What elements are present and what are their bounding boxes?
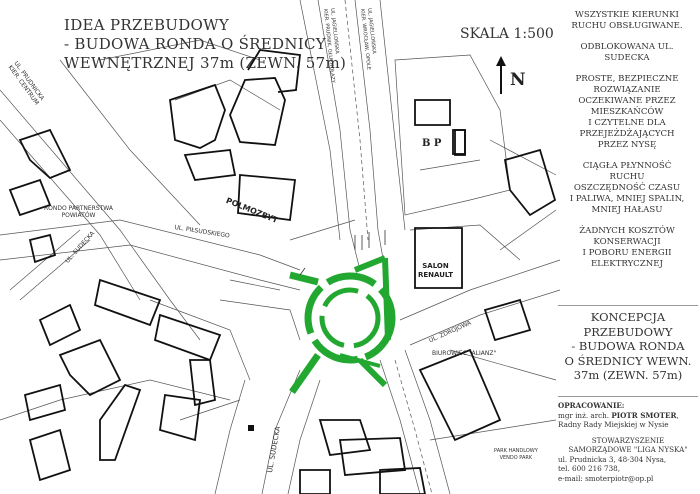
plan-title: IDEA PRZEBUDOWY - BUDOWA RONDA O ŚREDNIC…	[64, 16, 346, 73]
prepared-heading: OPRACOWANIE:	[558, 401, 625, 410]
assoc-line-2: SAMORZĄDOWE "LIGA NYSKA"	[568, 445, 688, 454]
roundabout	[289, 255, 396, 395]
assoc-line-1: STOWARZYSZENIE	[591, 435, 665, 445]
author-line: mgr inż. arch. PIOTR SMOTER,	[558, 410, 679, 420]
assoc-line-3: ul. Prudnicka 3, 48-304 Nysa,	[558, 454, 667, 464]
benefits-panel: WSZYSTKIE KIERUNKI RUCHU OBSŁUGIWANE. OD…	[556, 10, 698, 280]
prepared-by-block: OPRACOWANIE: mgr inż. arch. PIOTR SMOTER…	[558, 396, 698, 483]
north-label: N	[510, 70, 526, 90]
label-biurowiec-alianz: BIUROWIEC "ALIANZ"	[432, 350, 497, 357]
label-rondo-partnerstwa: RONDO PARTNERSTWA POWIATÓW	[44, 205, 113, 219]
note-3: PROSTE, BEZPIECZNE ROZWIĄZANIE OCZEKIWAN…	[575, 74, 679, 150]
title-line-3: WEWNĘTRZNEJ 37m (ZEWN. 57m)	[64, 54, 347, 72]
note-1: WSZYSTKIE KIERUNKI RUCHU OBSŁUGIWANE.	[571, 10, 683, 31]
author-name: PIOTR SMOTER	[611, 410, 677, 420]
assoc-line-4: tel. 600 216 738,	[558, 464, 621, 473]
title-line-2: - BUDOWA RONDA O ŚREDNICY	[64, 35, 326, 53]
note-4: CIĄGŁA PŁYNNOŚĆ RUCHU OSZCZĘDNOŚĆ CZASU …	[569, 161, 685, 215]
north-arrow-icon	[496, 56, 506, 94]
author-prefix: mgr inż. arch.	[558, 410, 612, 420]
scale-label: SKALA 1:500	[460, 26, 554, 42]
association-info: STOWARZYSZENIE SAMORZĄDOWE "LIGA NYSKA"	[558, 436, 698, 455]
note-5: ŻADNYCH KOSZTÓW KONSERWACJI I POBORU ENE…	[579, 226, 675, 269]
assoc-line-5: e-mail: smoterpiotr@op.pl	[558, 473, 654, 483]
label-bp-station: B P	[422, 138, 442, 149]
label-salon-renault: SALON RENAULT	[418, 262, 453, 279]
note-2: ODBLOKOWANA UL. SUDECKA	[580, 42, 674, 63]
author-role: Radny Rady Miejskiej w Nysie	[558, 420, 669, 429]
concept-title: KONCEPCJA PRZEBUDOWY - BUDOWA RONDA O ŚR…	[558, 305, 698, 383]
label-park-handlowy: PARK HANDLOWY VENDO PARK	[494, 448, 538, 461]
title-line-1: IDEA PRZEBUDOWY	[64, 16, 230, 34]
